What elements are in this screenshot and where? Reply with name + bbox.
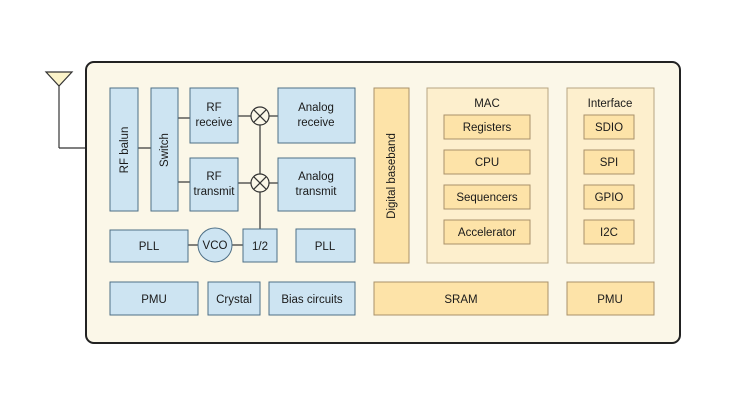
sram-block: SRAM — [373, 281, 549, 316]
interface-item-i2c: I2C — [600, 227, 618, 239]
mixer-transmit-icon — [250, 173, 270, 193]
mac-item-registers: Registers — [463, 122, 512, 134]
pll-left-block: PLL — [109, 229, 189, 263]
vco-block: VCO — [197, 227, 233, 263]
analog-transmit-line1: Analog — [298, 171, 334, 183]
rf-transmit-block: RF transmit — [189, 157, 239, 212]
analog-transmit-block: Analog transmit — [277, 157, 356, 212]
analog-receive-line2: receive — [297, 117, 334, 129]
analog-receive-line1: Analog — [298, 102, 334, 114]
sram-label: SRAM — [444, 294, 477, 306]
bias-circuits-block: Bias circuits — [268, 281, 356, 316]
digital-baseband-block: Digital baseband — [373, 87, 410, 264]
rf-balun-block: RF balun — [109, 87, 139, 212]
switch-block: Switch — [150, 87, 179, 212]
rf-transmit-line1: RF — [206, 171, 221, 183]
pll-right-block: PLL — [295, 228, 356, 263]
crystal-block: Crystal — [207, 281, 261, 316]
mac-title: MAC — [474, 98, 500, 110]
interface-item-sdio: SDIO — [595, 122, 623, 134]
pmu-right-label: PMU — [597, 294, 623, 306]
rf-balun-label: RF balun — [119, 127, 131, 174]
analog-receive-block: Analog receive — [277, 87, 356, 144]
signal-lines — [138, 115, 278, 246]
rf-receive-line1: RF — [206, 102, 221, 114]
crystal-label: Crystal — [216, 294, 252, 306]
divider-label: 1/2 — [252, 241, 268, 253]
mixer-receive-icon — [250, 106, 270, 126]
pll-left-label: PLL — [139, 241, 160, 253]
rf-transmit-line2: transmit — [194, 186, 236, 198]
interface-title: Interface — [588, 98, 633, 110]
divider-block: 1/2 — [242, 228, 278, 263]
rf-receive-block: RF receive — [189, 87, 239, 144]
bias-circuits-label: Bias circuits — [281, 294, 343, 306]
interface-item-gpio: GPIO — [595, 192, 624, 204]
mac-item-cpu: CPU — [475, 157, 499, 169]
pll-right-label: PLL — [315, 241, 336, 253]
rf-receive-line2: receive — [195, 117, 232, 129]
digital-baseband-label: Digital baseband — [386, 133, 398, 219]
mac-item-accelerator: Accelerator — [458, 227, 516, 239]
vco-label: VCO — [203, 240, 228, 252]
switch-label: Switch — [159, 133, 171, 167]
interface-item-spi: SPI — [600, 157, 619, 169]
mac-item-sequencers: Sequencers — [456, 192, 518, 204]
interface-group: Interface SDIO SPI GPIO I2C — [566, 87, 655, 264]
mac-group: MAC Registers CPU Sequencers Accelerator — [426, 87, 549, 264]
pmu-right-block: PMU — [566, 281, 655, 316]
analog-transmit-line2: transmit — [296, 186, 338, 198]
pmu-left-label: PMU — [141, 294, 167, 306]
pmu-left-block: PMU — [109, 281, 199, 316]
